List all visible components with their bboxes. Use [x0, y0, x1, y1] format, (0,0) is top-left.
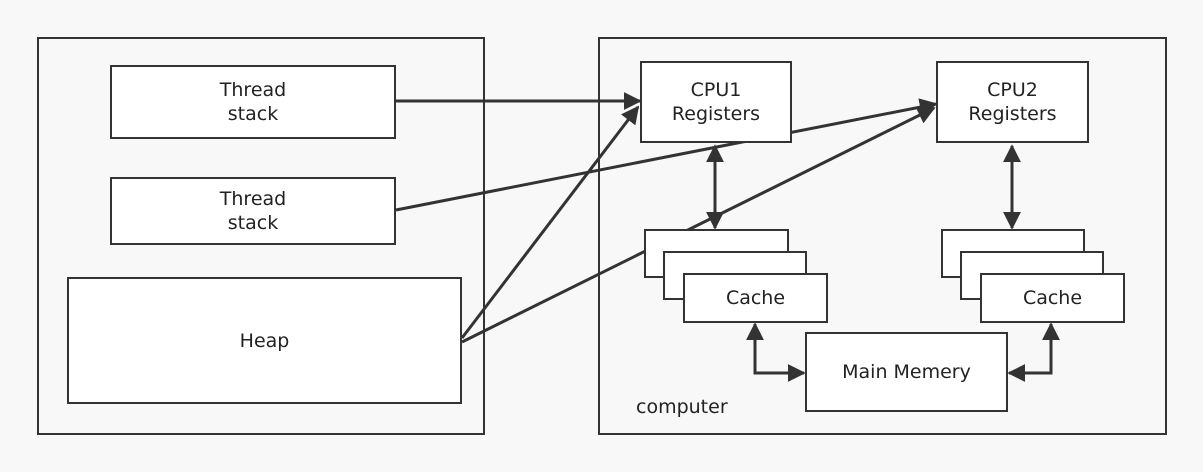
cache-left-box: Cache	[683, 273, 828, 323]
cache-right-label: Cache	[1022, 287, 1083, 309]
thread-stack-box-1: Thread stack	[110, 65, 396, 139]
cpu2-registers-box: CPU2 Registers	[936, 61, 1089, 143]
thread-stack-2-line2: stack	[227, 212, 279, 234]
cpu1-registers-label: Registers	[671, 103, 761, 125]
main-memory-label: Main Memery	[842, 361, 971, 383]
thread-stack-1-line2: stack	[227, 103, 279, 125]
arrow-heap-to-cpu1	[460, 105, 640, 339]
cache-left-label: Cache	[725, 287, 786, 309]
heap-label: Heap	[239, 329, 290, 352]
arrow-stack2-to-cpu2	[395, 98, 938, 212]
cpu1-label: CPU1	[690, 79, 742, 101]
cache-right-box: Cache	[980, 273, 1125, 323]
cpu2-registers-label: Registers	[968, 103, 1057, 125]
arrow-heap-to-cpu2	[461, 106, 936, 344]
thread-stack-1-line1: Thread	[219, 79, 287, 101]
cpu2-label: CPU2	[987, 79, 1038, 101]
cpu1-registers-box: CPU1 Registers	[640, 61, 792, 143]
arrow-cache-right-mainmem	[1007, 322, 1060, 382]
main-memory-box: Main Memery	[805, 332, 1008, 412]
thread-stack-2-line1: Thread	[219, 188, 287, 210]
computer-label: computer	[636, 396, 728, 418]
computer-container	[598, 37, 1167, 435]
thread-stack-box-2: Thread stack	[110, 177, 396, 245]
heap-box: Heap	[67, 277, 462, 404]
arrow-cache-left-mainmem	[746, 322, 806, 382]
jvm-container	[37, 37, 485, 435]
